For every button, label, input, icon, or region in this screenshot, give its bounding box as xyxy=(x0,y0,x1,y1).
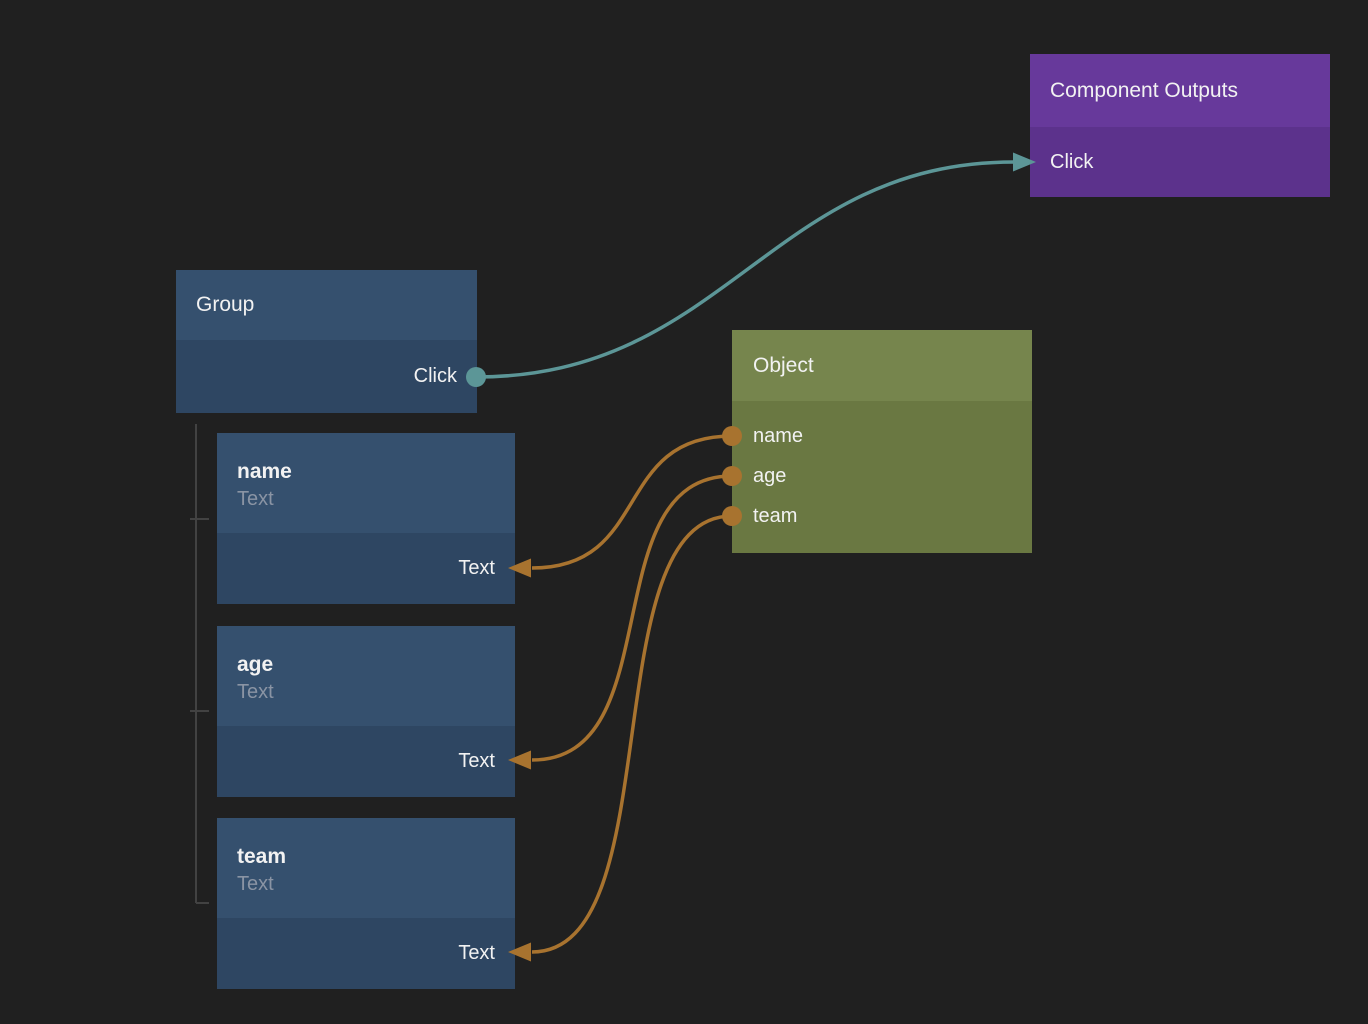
input-row-text[interactable]: Text xyxy=(458,942,495,964)
node-header-name: name Text xyxy=(217,433,515,533)
node-object[interactable]: Object name age team xyxy=(732,330,1032,553)
field-type-label: Text xyxy=(237,488,274,510)
node-body-name: Text xyxy=(217,533,515,604)
node-header-age: age Text xyxy=(217,626,515,726)
field-title: team xyxy=(237,845,287,868)
field-type-label: Text xyxy=(237,681,274,703)
node-field-name[interactable]: name Text Text xyxy=(217,433,515,604)
field-type-label: Text xyxy=(237,873,274,895)
connection-object-name-to-field[interactable] xyxy=(531,434,733,570)
output-row-click[interactable]: Click xyxy=(413,365,457,387)
output-row-name[interactable]: name xyxy=(753,424,804,447)
field-title: name xyxy=(237,460,292,483)
node-component-outputs[interactable]: Component Outputs Click xyxy=(1030,54,1330,197)
node-body-team: Text xyxy=(217,918,515,989)
node-body-group: Click xyxy=(176,340,477,413)
node-title-component-outputs: Component Outputs xyxy=(1030,54,1330,127)
node-body-object: name age team xyxy=(732,401,1032,553)
node-header-team: team Text xyxy=(217,818,515,918)
node-group[interactable]: Group Click xyxy=(176,270,477,413)
group-children-tree-lines xyxy=(190,424,209,904)
node-title-object: Object xyxy=(732,330,1032,401)
node-title-group: Group xyxy=(176,270,477,340)
input-row-click[interactable]: Click xyxy=(1050,150,1094,173)
node-body-component-outputs: Click xyxy=(1030,127,1330,197)
node-body-age: Text xyxy=(217,726,515,797)
output-row-age[interactable]: age xyxy=(753,464,787,487)
input-row-text[interactable]: Text xyxy=(458,557,495,579)
output-row-team[interactable]: team xyxy=(753,504,798,527)
connection-object-age-to-field[interactable] xyxy=(531,474,733,762)
connection-object-team-to-field[interactable] xyxy=(531,514,733,954)
node-field-age[interactable]: age Text Text xyxy=(217,626,515,797)
node-field-team[interactable]: team Text Text xyxy=(217,818,515,989)
input-row-text[interactable]: Text xyxy=(458,750,495,772)
field-title: age xyxy=(237,653,274,676)
